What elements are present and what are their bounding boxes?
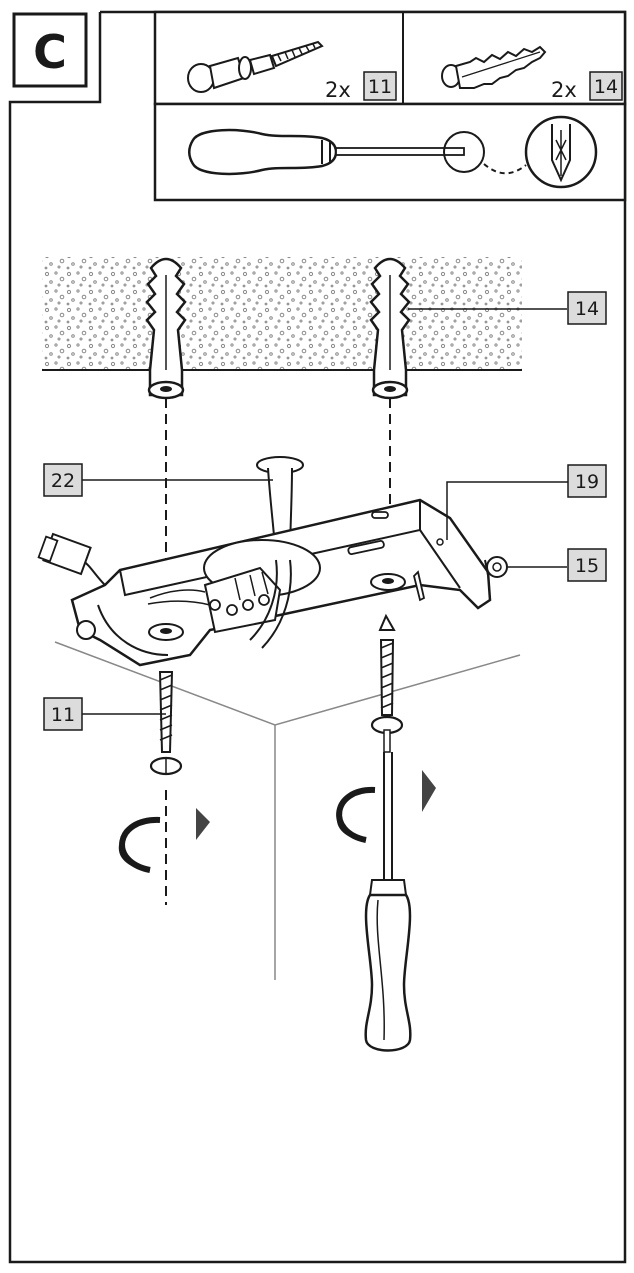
side-screw-left [76, 620, 96, 640]
mounting-plate [37, 498, 508, 667]
part-11-number: 11 [368, 76, 392, 98]
callout-15-label: 15 [575, 555, 599, 577]
step-letter: C [33, 25, 67, 79]
part-11-quantity: 2x [325, 78, 351, 102]
rotate-clockwise-icon-left [118, 808, 210, 873]
screw-terminal [484, 556, 508, 578]
terminal-block [203, 566, 282, 634]
wall-plug-right [369, 257, 411, 400]
screwdriver-icon [364, 729, 412, 1052]
callout-cable: 22 [43, 463, 83, 497]
callout-screw: 11 [43, 697, 83, 731]
callout-22-label: 22 [51, 470, 75, 492]
rotate-clockwise-icon-right [336, 770, 436, 843]
parts-list: 2x 11 2x 14 [153, 10, 627, 106]
room-corner [54, 641, 521, 980]
screw-with-anchor-icon [187, 40, 324, 93]
callout-11-label: 11 [51, 704, 75, 726]
step-badge: C [12, 12, 88, 88]
callout-14-label: 14 [575, 298, 599, 320]
screw-left [149, 671, 183, 776]
ceiling [42, 257, 522, 371]
callout-leaders [82, 308, 568, 715]
callout-19-label: 19 [575, 471, 599, 493]
screw-right [370, 613, 404, 735]
cable-connector [37, 532, 106, 586]
part-14-number: 14 [594, 76, 618, 98]
tool-panel [153, 102, 627, 202]
wall-plug-icon [441, 45, 547, 89]
part-14-quantity: 2x [551, 78, 577, 102]
phillips-screwdriver-icon [188, 115, 598, 189]
callout-screw-terminal: 15 [567, 548, 607, 582]
wall-plug-left [145, 257, 187, 400]
callout-mounting-plate: 19 [567, 464, 607, 498]
callout-wall-plug: 14 [567, 291, 607, 325]
